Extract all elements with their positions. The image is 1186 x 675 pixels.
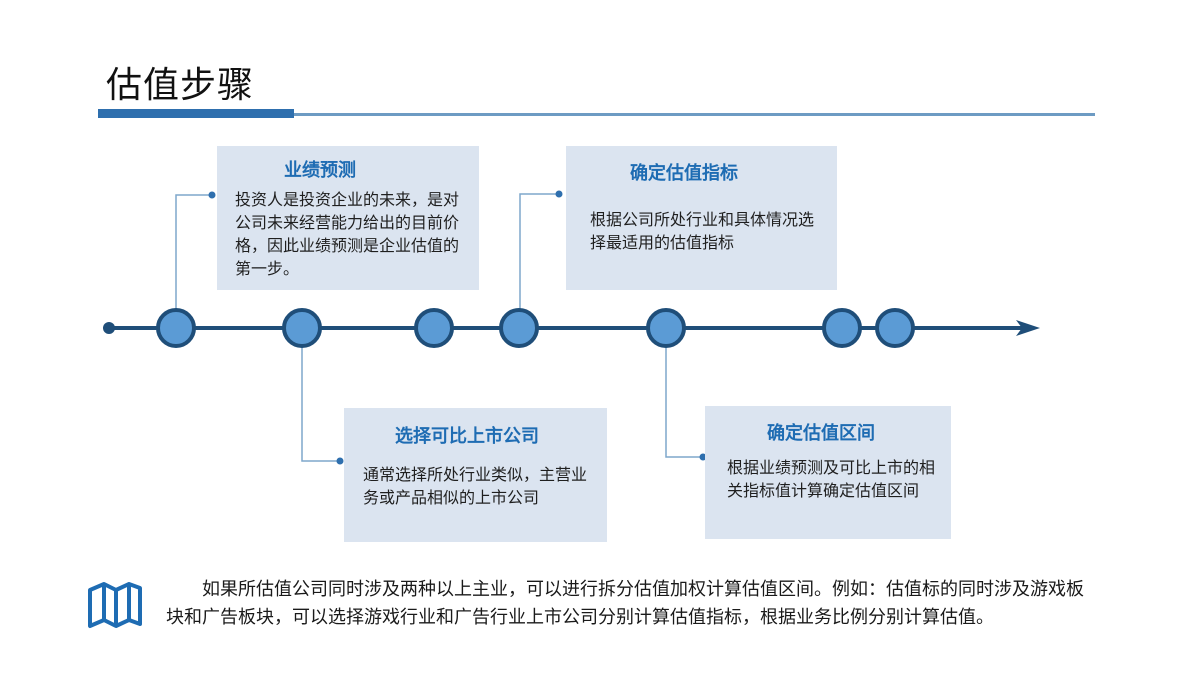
step-box-valuation-range: 确定估值区间 根据业绩预测及可比上市的相关指标值计算确定估值区间 (705, 406, 951, 539)
step-text: 根据业绩预测及可比上市的相关指标值计算确定估值区间 (727, 458, 936, 500)
step-box-comparable-companies: 选择可比上市公司 通常选择所处行业类似，主营业务或产品相似的上市公司 (344, 408, 607, 542)
connector-dot-step-1 (208, 191, 216, 199)
connector-step-4 (665, 346, 702, 458)
title-underline-accent (98, 109, 294, 118)
step-text: 通常选择所处行业类似，主营业务或产品相似的上市公司 (363, 465, 588, 507)
step-text: 根据公司所处行业和具体情况选择最适用的估值指标 (590, 210, 815, 252)
timeline-node (499, 308, 539, 348)
step-box-forecast: 业绩预测 投资人是投资企业的未来，是对公司未来经营能力给出的目前价格，因此业绩预… (217, 146, 479, 290)
connector-step-3 (301, 346, 339, 462)
page-title: 估值步骤 (106, 65, 255, 106)
connector-dot-step-3 (336, 457, 344, 465)
connector-step-2 (519, 193, 558, 310)
title-underline (98, 113, 1095, 116)
step-title: 确定估值指标 (630, 163, 738, 184)
step-box-valuation-metric: 确定估值指标 根据公司所处行业和具体情况选择最适用的估值指标 (566, 146, 837, 290)
timeline-node (414, 308, 454, 348)
connector-step-1 (175, 194, 211, 310)
note-text: 如果所估值公司同时涉及两种以上主业，可以进行拆分估值加权计算估值区间。例如：估值… (166, 579, 1084, 628)
timeline-node (646, 308, 686, 348)
timeline-node (875, 308, 915, 348)
timeline-arrowhead (1016, 320, 1040, 336)
connector-dot-step-4 (699, 453, 707, 461)
step-title: 业绩预测 (284, 160, 356, 181)
timeline-node (282, 308, 322, 348)
timeline-start-dot (103, 322, 115, 334)
step-title: 选择可比上市公司 (395, 426, 539, 447)
timeline-node (156, 308, 196, 348)
map-icon (88, 582, 142, 628)
timeline-node (822, 308, 862, 348)
connector-dot-step-2 (555, 190, 563, 198)
step-title: 确定估值区间 (767, 423, 875, 444)
step-text: 投资人是投资企业的未来，是对公司未来经营能力给出的目前价格，因此业绩预测是企业估… (235, 190, 460, 278)
